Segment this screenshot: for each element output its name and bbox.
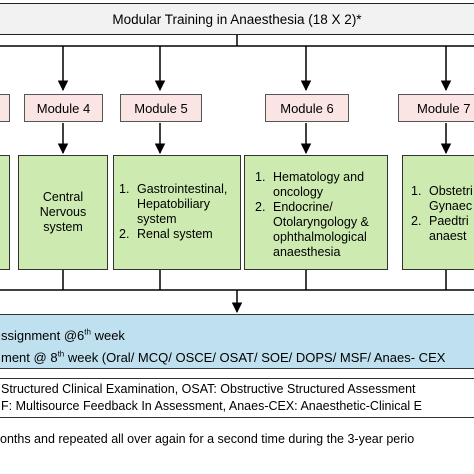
module-6-content: 1. Hematology and oncology 2. Endocrine/… (244, 155, 388, 270)
list-item: 1. Gastrointestinal, Hepatobiliary syste… (119, 182, 228, 226)
module-5-content: 1. Gastrointestinal, Hepatobiliary syste… (113, 155, 241, 270)
module-6-list: 1. Hematology and oncology 2. Endocrine/… (255, 170, 387, 260)
module-4-line: system (43, 220, 83, 234)
module-5-box: Module 5 (120, 94, 202, 122)
assessment-box: ssignment @6th week ment @ 8th week (Ora… (0, 314, 474, 369)
abbreviation-line-2: F: Multisource Feedback In Assessment, A… (1, 399, 423, 413)
assessment-line-2: ment @ 8th week (Oral/ MCQ/ OSCE/ OSAT/ … (0, 345, 474, 366)
module-5-list: 1. Gastrointestinal, Hepatobiliary syste… (119, 182, 240, 242)
abbreviations-box: Structured Clinical Examination, OSAT: O… (0, 378, 474, 418)
module-7-list: 1. Obstetri Gynaec 2. Paedtri anaest (411, 184, 474, 244)
list-item: 1. Obstetri Gynaec (411, 184, 473, 213)
module-3-box-partial (0, 94, 10, 122)
module-3-content-partial (0, 155, 10, 270)
assessment-line-1: ssignment @6th week (0, 324, 474, 345)
module-4-box: Module 4 (24, 94, 103, 122)
diagram-title: Modular Training in Anaesthesia (18 X 2)… (0, 3, 474, 35)
module-7-label: Module 7 (417, 100, 471, 116)
list-item: 2. Paedtri anaest (411, 214, 469, 243)
list-item: 2. Renal system (119, 227, 213, 241)
footnote: onths and repeated all over again for a … (0, 432, 415, 446)
module-6-box: Module 6 (265, 94, 349, 122)
module-7-content: 1. Obstetri Gynaec 2. Paedtri anaest (402, 155, 474, 270)
module-7-box: Module 7 (398, 94, 474, 122)
module-4-line: Central (42, 190, 84, 204)
list-item: 1. Hematology and oncology (255, 170, 365, 199)
module-4-line: Nervous (39, 205, 87, 219)
list-item: 2. Endocrine/ Otolaryngology & ophthalmo… (255, 200, 369, 259)
assessment-text-1: ssignment @6th week (1, 328, 125, 344)
module-4-content: Central Nervous system (18, 155, 108, 270)
assessment-text-2: ment @ 8th week (Oral/ MCQ/ OSCE/ OSAT/ … (1, 349, 446, 365)
abbreviation-line-1: Structured Clinical Examination, OSAT: O… (1, 382, 416, 396)
